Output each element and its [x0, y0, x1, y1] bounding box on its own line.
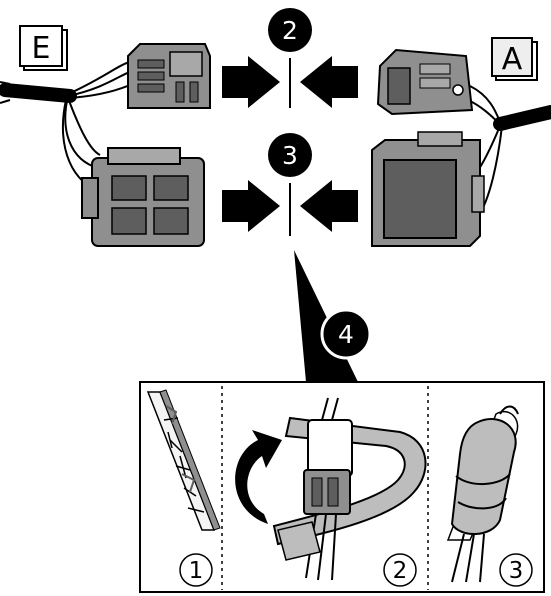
step-number-2: 2: [282, 16, 298, 45]
arrow-left-icon: [300, 56, 358, 108]
step-number-4: 4: [338, 320, 354, 349]
arrow-left-icon: [300, 180, 358, 232]
substep-number-3: 3: [509, 558, 524, 584]
foam-sleeve: [446, 405, 519, 583]
adhesive-pad: [146, 389, 221, 531]
step-badge-2: [268, 8, 312, 52]
label-box-a: A: [491, 37, 538, 81]
connector-a-large: [371, 131, 485, 247]
substep-badge-1: 1: [179, 553, 213, 587]
step-badge-4: [320, 308, 372, 360]
label-box-e: E: [19, 25, 68, 71]
detail-panel: 1 2 3: [139, 381, 545, 593]
connector-e-small: [127, 43, 211, 109]
step-badge-4-group: 4: [320, 308, 372, 360]
arrow-right-icon: [222, 180, 280, 232]
substep-number-2: 2: [393, 558, 408, 584]
rotate-arrow-icon: [235, 430, 282, 524]
label-e: E: [32, 31, 51, 66]
connector-a-small: [376, 48, 474, 116]
join-step-3: 3: [222, 133, 358, 236]
label-a: A: [502, 42, 523, 77]
connector-e-large: [81, 147, 205, 247]
arrow-right-icon: [222, 56, 280, 108]
tape-wrap: [272, 397, 427, 581]
join-step-2: 2: [222, 8, 358, 108]
substep-badge-3: 3: [499, 553, 533, 587]
step-badge-3: [268, 133, 312, 177]
step-number-3: 3: [282, 141, 298, 170]
substep-badge-2: 2: [383, 553, 417, 587]
substep-number-1: 1: [189, 558, 204, 584]
